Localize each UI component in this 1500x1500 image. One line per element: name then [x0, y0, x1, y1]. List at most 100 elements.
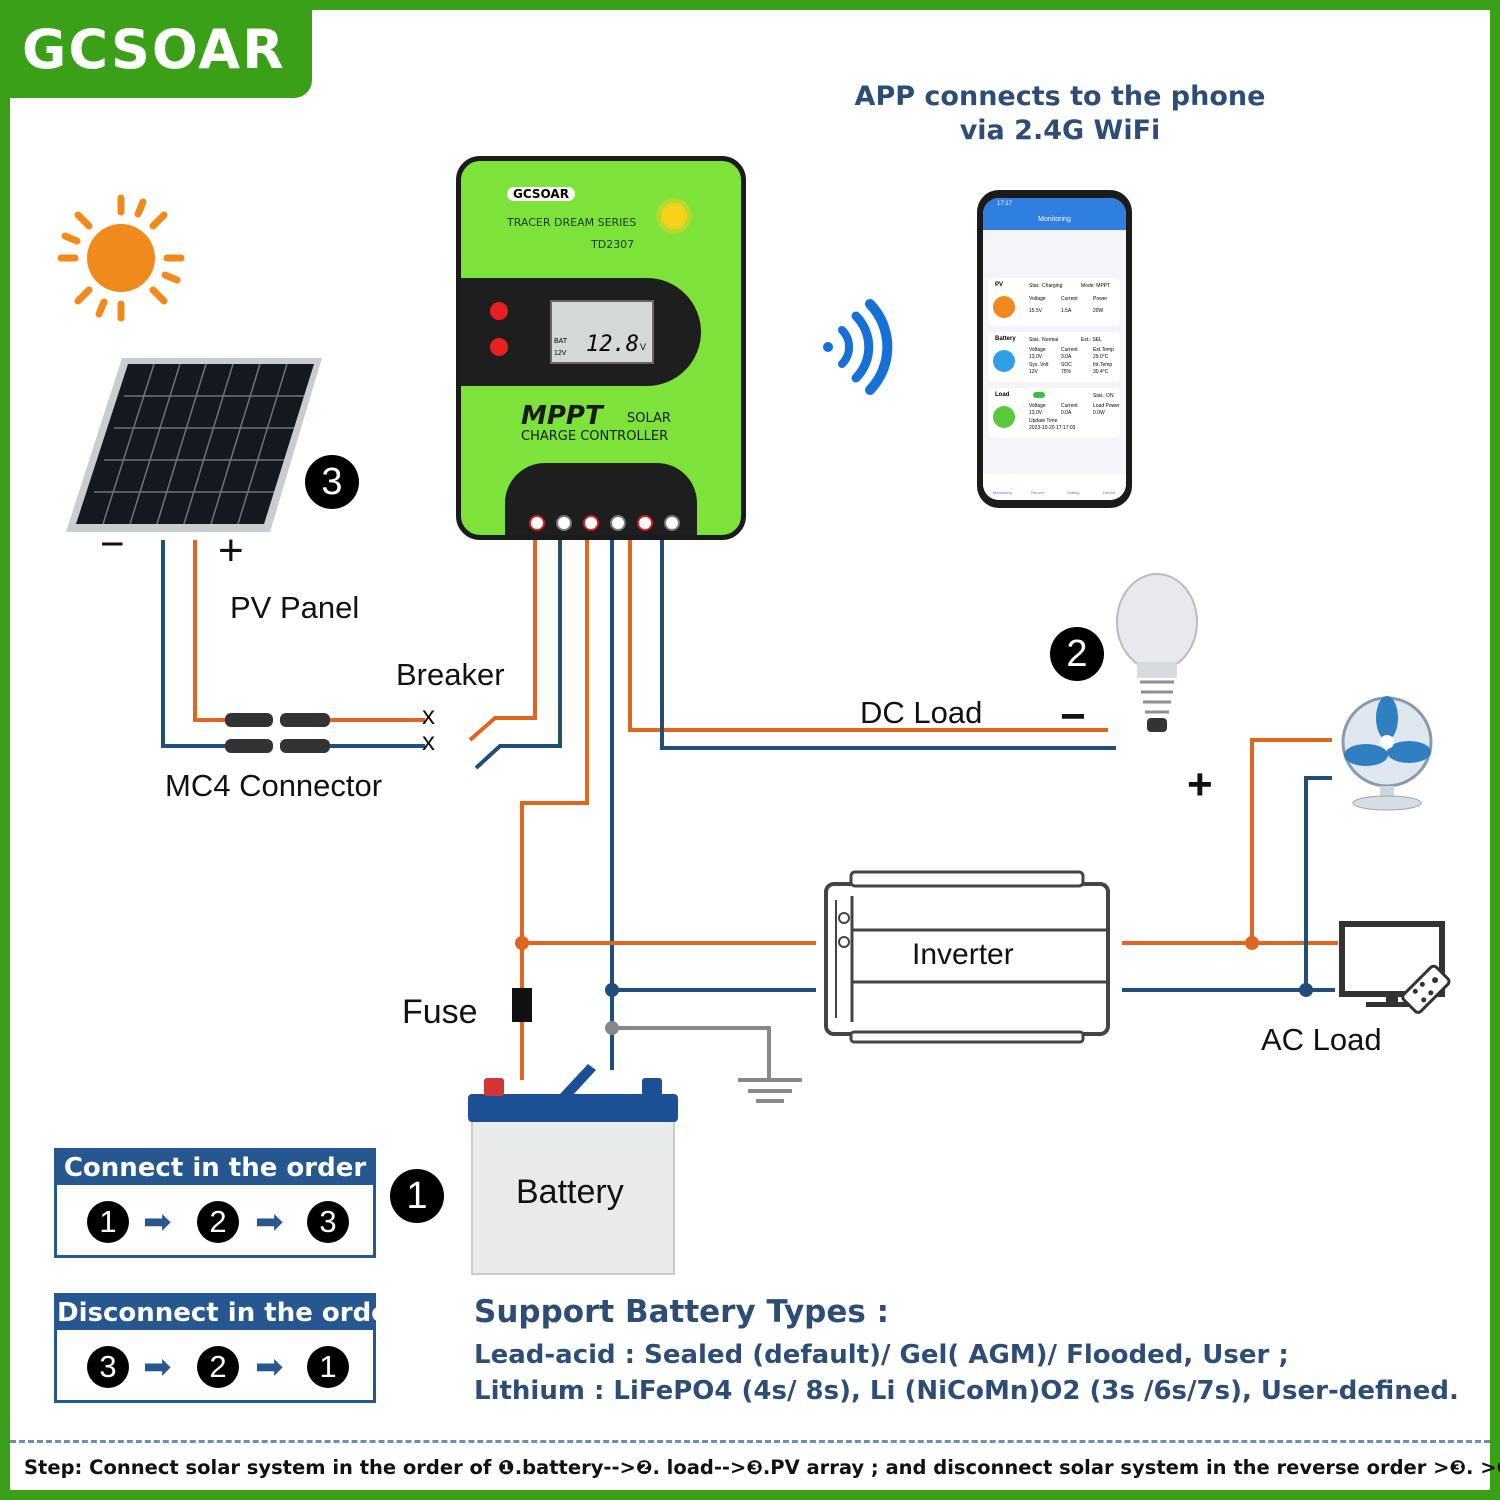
pv-plus-sign: +	[218, 526, 244, 575]
controller-display-panel: BAT 12V 12.8 V	[461, 278, 701, 386]
phone-screen: 17:17 Monitoring PV Stat.: Charging Mode…	[983, 198, 1126, 500]
phone-tab-monitoring[interactable]: Monitoring	[993, 490, 1012, 495]
phone-load-header: Voltage	[1029, 403, 1046, 409]
disconnect-order-box: Disconnect in the order 3 ➡ 2 ➡ 1	[54, 1293, 402, 1403]
pv-positive-wire	[193, 540, 225, 722]
phone-pv-icon	[993, 296, 1015, 318]
dc-load-positive-wire	[628, 540, 1108, 732]
disconnect-order-title: Disconnect in the order	[57, 1296, 402, 1330]
phone-battery-section: Battery Stat.: Normal Ext.: SEL Voltage …	[989, 332, 1120, 382]
breaker-x-mark: x	[422, 700, 435, 730]
phone-battery-header: SOC	[1061, 362, 1072, 368]
step-badge-battery: 1	[390, 1169, 444, 1223]
phone-battery-ext: Ext.: SEL	[1081, 337, 1102, 343]
phone-load-stat: Stat.: ON	[1093, 393, 1114, 399]
fuse-label: Fuse	[402, 993, 478, 1031]
inverter-label: Inverter	[912, 938, 1014, 971]
phone-load-label: Load	[995, 392, 1010, 398]
junction-dot	[1299, 983, 1313, 997]
phone-header: 17:17 Monitoring	[983, 198, 1126, 230]
phone-battery-header: Sys. Volt	[1029, 362, 1049, 368]
wifi-note-line1: APP connects to the phone	[854, 81, 1266, 112]
pv-minus-sign: −	[100, 520, 125, 567]
terminal-bat-negative	[610, 515, 626, 531]
smartphone: 17:17 Monitoring PV Stat.: Charging Mode…	[977, 190, 1132, 508]
step-badge-dc-load: 2	[1050, 627, 1104, 681]
lcd-bat-label: BAT	[554, 338, 568, 345]
phone-battery-label: Battery	[995, 336, 1016, 342]
phone-load-update-value: 2023-10-20 17:17:03	[1029, 425, 1076, 431]
phone-tab-record[interactable]: Record	[1031, 490, 1044, 495]
phone-load-section: Load Stat.: ON Voltage Current Load Powe…	[989, 388, 1120, 438]
wifi-note: APP connects to the phone via 2.4G WiFi	[840, 80, 1280, 148]
junction-dot	[1245, 936, 1259, 950]
fan-positive-wire	[1250, 738, 1332, 943]
battery-label: Battery	[516, 1173, 624, 1211]
disconnect-step: 2	[197, 1346, 239, 1388]
phone-pv-value: 15.5V	[1029, 308, 1043, 314]
battery-types-lead-acid: Lead-acid : Sealed (default)/ Gel( AGM)/…	[474, 1340, 1289, 1370]
junction-dot	[515, 936, 529, 950]
pv-panel-label: PV Panel	[230, 590, 360, 625]
junction-dot	[605, 983, 619, 997]
mc4-connectors	[225, 713, 330, 753]
pv-negative-wire	[161, 540, 225, 748]
phone-battery-value: 12V	[1029, 369, 1038, 375]
connect-step: 1	[87, 1201, 129, 1243]
ac-plus-sign: +	[1187, 760, 1213, 809]
phone-battery-value: 30.4°C	[1093, 369, 1109, 375]
controller-name-line2: CHARGE CONTROLLER	[521, 429, 669, 444]
battery-device	[468, 1064, 678, 1275]
phone-pv-label: PV	[995, 282, 1004, 288]
phone-pv-value: 20W	[1093, 308, 1104, 314]
phone-tab-device[interactable]: Device	[1103, 490, 1116, 495]
step-badge-pv: 3	[305, 455, 359, 509]
connect-order-title: Connect in the order	[57, 1151, 373, 1185]
controller-model: TD2307	[591, 238, 635, 251]
controller-lcd: BAT 12V 12.8 V	[550, 300, 654, 364]
controller-terminal-block	[505, 463, 697, 535]
terminal-load-positive	[637, 515, 653, 531]
sun-icon	[57, 194, 185, 322]
phone-load-toggle[interactable]	[1033, 392, 1045, 398]
controller-button-up[interactable]	[490, 302, 508, 320]
terminal-load-negative	[664, 515, 680, 531]
lcd-voltage-unit: V	[640, 342, 647, 352]
phone-pv-header: Current	[1061, 296, 1078, 302]
controller-name-solar: SOLAR	[627, 411, 671, 426]
phone-load-update: Update Time	[1029, 418, 1058, 424]
phone-battery-header: Int.Temp	[1093, 362, 1113, 368]
breaker-label: Breaker	[396, 657, 505, 692]
terminal-bat-positive	[583, 515, 599, 531]
phone-load-value: 0.0W	[1093, 410, 1105, 416]
phone-pv-section: PV Stat.: Charging Mode: MPPT Voltage Cu…	[989, 278, 1120, 326]
fan-negative-wire	[1304, 776, 1332, 990]
phone-battery-header: Voltage	[1029, 347, 1046, 353]
phone-screen-title: Monitoring	[1038, 216, 1071, 223]
phone-pv-stat: Stat.: Charging	[1029, 283, 1063, 289]
phone-load-header: Load Power	[1093, 403, 1120, 409]
phone-battery-header: Ext.Temp	[1093, 347, 1114, 353]
junction-dot	[605, 1021, 619, 1035]
arrow-right-icon: ➡	[255, 1347, 284, 1387]
battery-positive-wire	[520, 540, 589, 988]
controller-name-mppt: MPPT	[521, 401, 603, 431]
phone-load-header: Current	[1061, 403, 1078, 409]
battery-types-title: Support Battery Types :	[474, 1294, 890, 1330]
phone-tab-bar: Monitoring Record Setting Device	[983, 474, 1126, 500]
mc4-connector-label: MC4 Connector	[165, 768, 383, 803]
light-bulb-icon	[1116, 573, 1198, 732]
phone-load-value: 0.0A	[1061, 410, 1072, 416]
phone-pv-mode: Mode: MPPT	[1081, 283, 1111, 289]
phone-tab-setting[interactable]: Setting	[1067, 490, 1080, 495]
phone-battery-header: Current	[1061, 347, 1078, 353]
tv-icon	[1339, 921, 1451, 1014]
controller-button-down[interactable]	[490, 338, 508, 356]
wifi-signal-icon	[823, 299, 893, 395]
disconnect-step: 1	[307, 1346, 349, 1388]
breaker-positive-lever	[468, 540, 537, 742]
phone-load-value: 13.0V	[1029, 410, 1043, 416]
dc-load-negative-wire	[660, 540, 1116, 750]
solar-panel-icon	[66, 358, 322, 532]
phone-battery-value: 29.0°C	[1093, 354, 1109, 360]
